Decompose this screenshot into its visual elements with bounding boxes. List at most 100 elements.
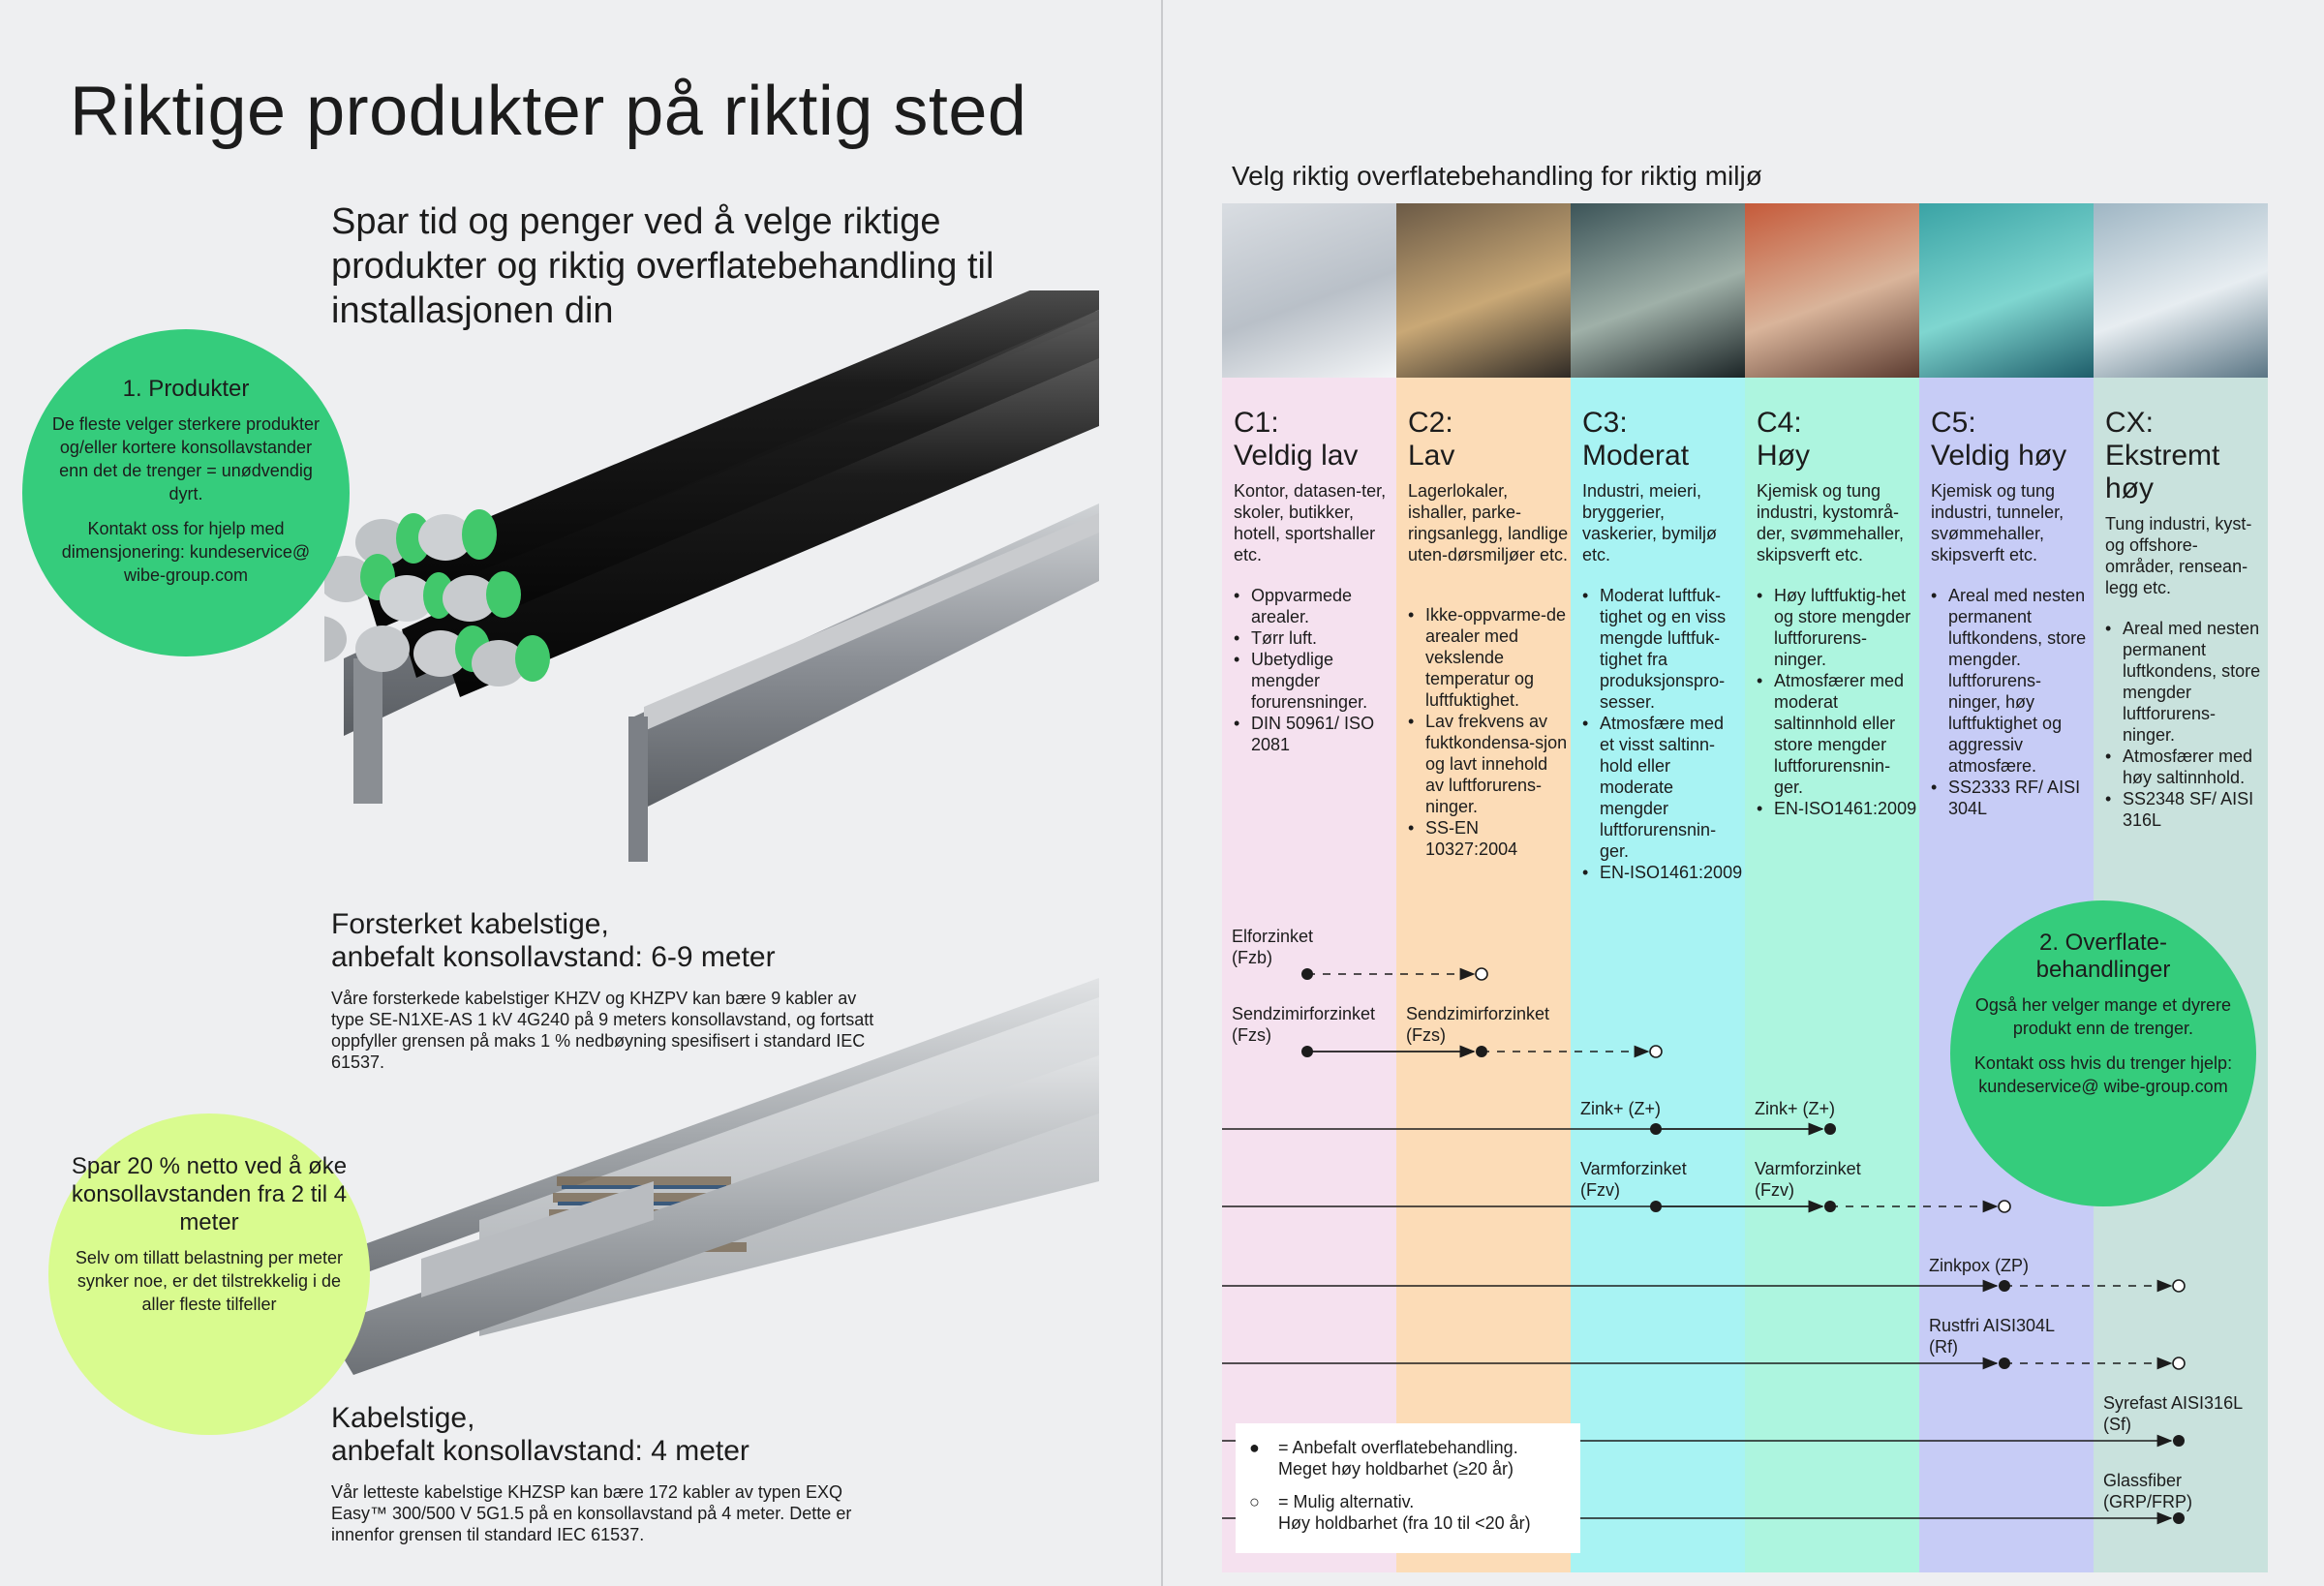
class-bullets: Areal med nesten permanent luftkondens, …: [1919, 585, 2092, 819]
treatment-label-code: (Fzv): [1755, 1180, 1794, 1200]
class-name-label: Veldig høy: [1931, 440, 2067, 472]
chart-title: Velg riktig overflatebehandling for rikt…: [1232, 161, 1762, 191]
class-bullets: Oppvarmede arealer.Tørr luft.Ubetydlige …: [1222, 585, 1394, 755]
chemical-industry-photo: [1745, 203, 1919, 378]
class-description: Lagerlokaler, ishaller, parke-ringsanleg…: [1408, 481, 1569, 564]
class-name-label: Ekstremt høy: [2105, 440, 2220, 504]
subheading: Spar tid og penger ved å velge riktige p…: [331, 201, 994, 331]
product-light-text: Vår letteste kabelstige KHZSP kan bære 1…: [331, 1482, 852, 1544]
class-description: Kontor, datasen-ter, skoler, butikker, h…: [1234, 481, 1387, 564]
class-name-label: Veldig lav: [1234, 440, 1359, 472]
treatment-label-name: Glassfiber: [2103, 1471, 2183, 1490]
class-name-label: Høy: [1757, 440, 1810, 472]
class-bullet: Areal med nesten permanent luftkondens, …: [2105, 618, 2266, 746]
treatment-label: Sendzimirforzinket(Fzs): [1406, 1003, 1549, 1046]
class-bullet: EN-ISO1461:2009: [1582, 862, 1743, 883]
product-reinforced-section: Forsterket kabelstige, anbefalt konsolla…: [331, 908, 883, 1073]
class-name-label: Moderat: [1582, 440, 1690, 472]
recommended-dot: [1476, 1046, 1487, 1057]
treatment-label-name: Syrefast AISI316L: [2103, 1393, 2244, 1413]
class-bullet: Høy luftfuktig-het og store mengder luft…: [1757, 585, 1917, 670]
treatment-label-code: (Fzv): [1580, 1180, 1620, 1200]
product-reinforced-text: Våre forsterkede kabelstiger KHZV og KHZ…: [331, 989, 874, 1072]
industry-photo: [1571, 203, 1745, 378]
class-code-label: C2:: [1408, 407, 1453, 439]
treatment-label: Zink+ (Z+): [1755, 1098, 1835, 1119]
class-bullets: Ikke-oppvarme-de arealer med vekslende t…: [1396, 604, 1569, 860]
class-code-label: CX:: [2105, 407, 2155, 439]
swimming-pool-photo: [1919, 203, 2094, 378]
product-reinforced-title-2: anbefalt konsollavstand: 6-9 meter: [331, 941, 776, 973]
class-code-label: C3:: [1582, 407, 1628, 439]
treatment-label: Sendzimirforzinket(Fzs): [1232, 1003, 1375, 1046]
class-bullet: Tørr luft.: [1234, 627, 1394, 649]
class-bullet: Ikke-oppvarme-de arealer med vekslende t…: [1408, 604, 1569, 711]
recommended-dot: [1999, 1280, 2010, 1292]
fish-farm-photo: [2094, 203, 2268, 378]
class-code: C2:Lav: [1396, 407, 1561, 473]
treatment-label-code: (GRP/FRP): [2103, 1492, 2192, 1511]
legend: ● = Anbefalt overflatebehandling. Meget …: [1236, 1423, 1580, 1553]
treatment-label: Rustfri AISI304L (Rf): [1929, 1315, 2055, 1357]
product-reinforced-title-1: Forsterket kabelstige,: [331, 908, 609, 940]
savings-info-circle: Spar 20 % netto ved å øke konsollavstand…: [48, 1113, 370, 1435]
legend-open-line1: = Mulig alternativ.: [1278, 1492, 1415, 1511]
treatment-label: Glassfiber (GRP/FRP): [2103, 1470, 2192, 1512]
treatment-label-code: (Fzb): [1232, 948, 1272, 967]
treatment-label-code: (Rf): [1929, 1337, 1958, 1357]
class-code: CX:Ekstremt høy: [2094, 407, 2258, 505]
products-circle-text: De fleste velger sterkere produkter og/e…: [51, 414, 321, 503]
class-bullet: DIN 50961/ ISO 2081: [1234, 713, 1394, 755]
alternative-dot: [1998, 1200, 2011, 1213]
class-code-label: C4:: [1757, 407, 1802, 439]
light-cable-ladder-illustration: [324, 978, 1099, 1375]
legend-filled-line2: Meget høy holdbarhet (≥20 år): [1278, 1459, 1514, 1479]
office-photo: [1222, 203, 1396, 378]
class-bullet: Atmosfærer med moderat saltinnhold eller…: [1757, 670, 1917, 798]
alternative-dot: [2172, 1279, 2186, 1293]
treatment-label-name: Zinkpox (ZP): [1929, 1256, 2030, 1275]
products-circle-title: 1. Produkter: [122, 376, 250, 402]
class-bullets: Areal med nesten permanent luftkondens, …: [2094, 618, 2266, 831]
class-description: Tung industri, kyst- og offshore-områder…: [2105, 514, 2252, 597]
class-bullet: SS-EN 10327:2004: [1408, 817, 1569, 860]
treatment-label-code: (Sf): [2103, 1415, 2131, 1434]
class-code-label: C5:: [1931, 407, 1976, 439]
savings-circle-text: Selv om tillatt belastning per meter syn…: [75, 1248, 344, 1314]
class-code-label: C1:: [1234, 407, 1279, 439]
treatment-label-name: Elforzinket: [1232, 927, 1314, 946]
class-code: C3:Moderat: [1571, 407, 1735, 473]
treatment-label-code: (Fzs): [1406, 1025, 1446, 1045]
legend-open-line2: Høy holdbarhet (fra 10 til <20 år): [1278, 1513, 1531, 1533]
class-bullet: Moderat luftfuk-tighet og en viss mengde…: [1582, 585, 1743, 713]
class-description: Industri, meieri, bryggerier, vaskerier,…: [1582, 481, 1718, 564]
open-circle-icon: ○: [1249, 1492, 1260, 1511]
class-bullet: SS2348 SF/ AISI 316L: [2105, 788, 2266, 831]
recommended-dot: [1301, 968, 1313, 980]
treatment-label-name: Rustfri AISI304L: [1929, 1316, 2056, 1335]
recommended-dot: [1301, 1046, 1313, 1057]
alternative-dot: [2172, 1357, 2186, 1370]
reinforced-cable-ladder-illustration: [324, 290, 1099, 862]
treatment-label: Zinkpox (ZP): [1929, 1255, 2029, 1276]
treatment-label-name: Sendzimirforzinket: [1232, 1004, 1376, 1023]
class-bullet: Ubetydlige mengder forurensninger.: [1234, 649, 1394, 713]
page-divider: [1161, 0, 1163, 1586]
class-description: Kjemisk og tung industri, tunneler, svøm…: [1931, 481, 2064, 564]
recommended-dot: [1824, 1123, 1836, 1135]
legend-filled-line1: = Anbefalt overflatebehandling.: [1278, 1438, 1518, 1457]
treatment-label: Varmforzinket(Fzv): [1580, 1158, 1687, 1201]
class-bullets: Høy luftfuktig-het og store mengder luft…: [1745, 585, 1917, 819]
treatment-label-name: Varmforzinket: [1755, 1159, 1861, 1178]
alternative-dot: [1475, 967, 1488, 981]
recommended-dot: [1650, 1201, 1662, 1212]
products-info-circle: 1. Produkter De fleste velger sterkere p…: [22, 329, 350, 656]
class-bullet: Lav frekvens av fuktkondensa-sjon og lav…: [1408, 711, 1569, 817]
treatment-label: Zink+ (Z+): [1580, 1098, 1661, 1119]
class-bullet: SS2333 RF/ AISI 304L: [1931, 777, 2092, 819]
class-code: C1:Veldig lav: [1222, 407, 1387, 473]
